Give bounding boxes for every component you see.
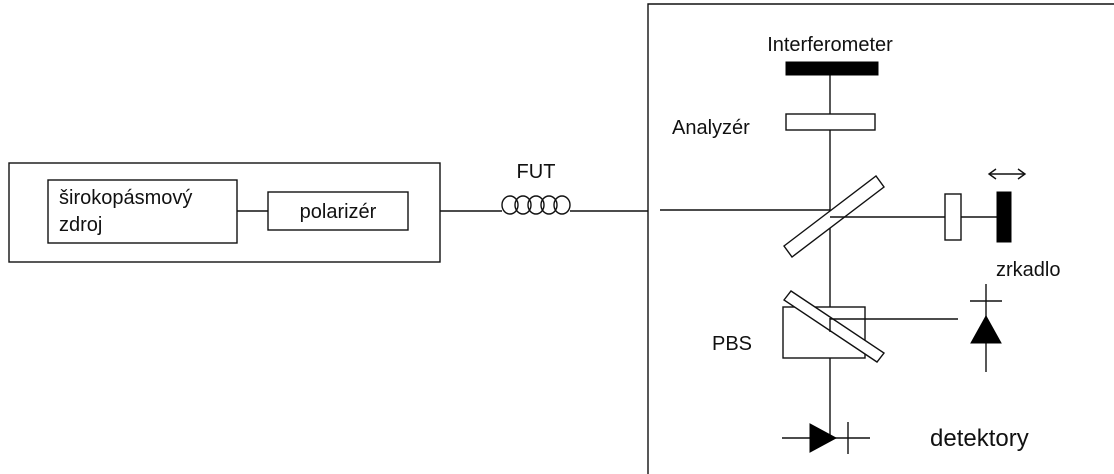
- mirror-compensator-plate: [944, 193, 962, 241]
- fut-label: FUT: [517, 161, 556, 183]
- analyzer-module-frame: [647, 3, 1114, 474]
- polarizer-box: [267, 191, 409, 231]
- movable-mirror: [996, 191, 1012, 243]
- fiber-coil-icon: [501, 195, 571, 215]
- analyzer-plate: [785, 113, 876, 131]
- double-arrow-icon: [987, 168, 1027, 180]
- polarizer-label: polarizér: [300, 201, 377, 223]
- detectors-label: detektory: [930, 425, 1029, 452]
- pbs-splitter-plate: [782, 290, 886, 363]
- photodiode-icon: [970, 284, 1002, 372]
- mirror-label: zrkadlo: [996, 259, 1060, 281]
- interferometer-label: Interferometer: [767, 34, 893, 56]
- analyzer-label: Analyzér: [672, 117, 750, 139]
- broadband-source-box: [47, 179, 238, 244]
- interferometer-plate: [785, 61, 879, 76]
- pbs-label: PBS: [712, 333, 752, 355]
- broadband-source-label-line1: širokopásmový: [59, 187, 192, 209]
- broadband-source-label-line2: zdroj: [59, 214, 102, 236]
- photodiode-icon-bottom: [782, 422, 870, 454]
